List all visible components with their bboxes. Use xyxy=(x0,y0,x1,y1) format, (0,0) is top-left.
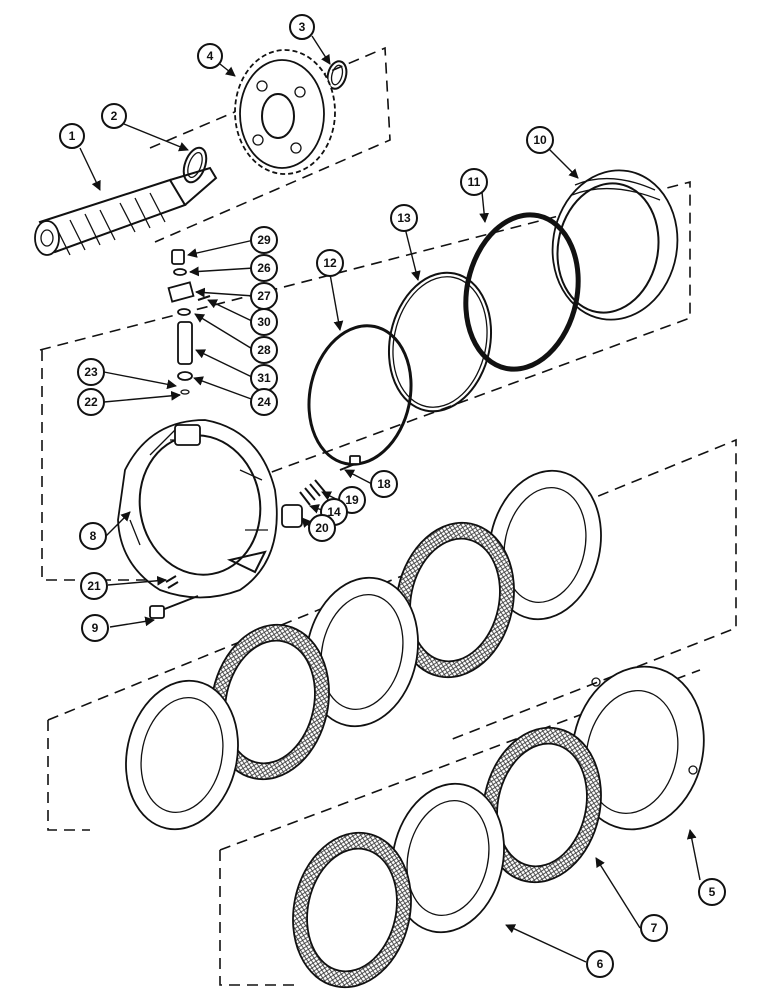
svg-text:10: 10 xyxy=(533,133,547,147)
ring-part-13 xyxy=(387,271,493,413)
callout-1: 1 xyxy=(59,123,85,149)
gear-part-4 xyxy=(234,49,336,175)
callout-28: 28 xyxy=(250,336,278,364)
callout-27: 27 xyxy=(250,282,278,310)
friction-disc-part-7 xyxy=(482,726,602,884)
leader-lines xyxy=(79,35,701,963)
callout-13: 13 xyxy=(390,204,418,232)
svg-text:29: 29 xyxy=(257,233,271,247)
callout-22: 22 xyxy=(77,388,105,416)
small-spring-part-21 xyxy=(165,575,179,589)
svg-text:13: 13 xyxy=(397,211,411,225)
bolt-part-9 xyxy=(149,595,199,619)
callout-3: 3 xyxy=(289,14,315,40)
callout-4: 4 xyxy=(197,43,223,69)
housing-part-8 xyxy=(117,419,278,599)
dashed-boundary-bottom xyxy=(219,669,701,986)
callout-8: 8 xyxy=(79,522,107,550)
callout-6: 6 xyxy=(586,950,614,978)
svg-text:20: 20 xyxy=(315,521,329,535)
callout-10: 10 xyxy=(526,126,554,154)
svg-text:6: 6 xyxy=(597,957,604,971)
callout-24: 24 xyxy=(250,388,278,416)
svg-text:24: 24 xyxy=(257,395,271,409)
svg-text:18: 18 xyxy=(377,477,391,491)
callout-2: 2 xyxy=(101,103,127,129)
steel-plate-top-3 xyxy=(125,679,239,831)
friction-disc-bottom xyxy=(292,831,412,989)
dashed-boundary-middle xyxy=(39,180,691,581)
svg-text:27: 27 xyxy=(257,289,271,303)
svg-text:14: 14 xyxy=(327,505,341,519)
svg-text:19: 19 xyxy=(345,493,359,507)
callout-12: 12 xyxy=(316,249,344,277)
svg-text:31: 31 xyxy=(257,371,271,385)
svg-text:11: 11 xyxy=(468,175,481,189)
shaft-part-1 xyxy=(34,166,218,256)
svg-text:1: 1 xyxy=(69,129,76,143)
callout-31: 31 xyxy=(250,364,278,392)
friction-disc-top-2 xyxy=(210,623,330,781)
svg-text:28: 28 xyxy=(257,343,271,357)
svg-text:4: 4 xyxy=(207,49,214,63)
callout-18: 18 xyxy=(370,470,398,498)
svg-text:3: 3 xyxy=(299,20,306,34)
callout-29: 29 xyxy=(250,226,278,254)
piston-part-10 xyxy=(551,169,679,321)
svg-text:2: 2 xyxy=(111,109,118,123)
svg-text:26: 26 xyxy=(257,261,271,275)
svg-text:23: 23 xyxy=(84,365,98,379)
svg-text:8: 8 xyxy=(90,529,97,543)
svg-text:12: 12 xyxy=(323,256,337,270)
friction-disc-top-1 xyxy=(395,521,515,679)
callout-23: 23 xyxy=(77,358,105,386)
svg-text:9: 9 xyxy=(92,621,99,635)
callout-26: 26 xyxy=(250,254,278,282)
callout-7: 7 xyxy=(640,914,668,942)
svg-text:30: 30 xyxy=(257,315,271,329)
steel-plate-part-6 xyxy=(391,782,505,934)
callout-9: 9 xyxy=(81,614,109,642)
valve-components xyxy=(167,249,211,395)
callout-5: 5 xyxy=(698,878,726,906)
svg-text:5: 5 xyxy=(709,885,716,899)
spring-plunger-assembly xyxy=(281,455,361,528)
svg-text:22: 22 xyxy=(84,395,98,409)
svg-text:7: 7 xyxy=(651,921,658,935)
callout-20: 20 xyxy=(308,514,336,542)
callout-11: 11 xyxy=(460,168,488,196)
snap-ring-part-2 xyxy=(182,146,208,184)
snap-ring-part-3 xyxy=(326,60,348,90)
callout-30: 30 xyxy=(250,308,278,336)
svg-text:21: 21 xyxy=(87,579,101,593)
seal-ring-part-11 xyxy=(463,212,581,372)
o-ring-part-12 xyxy=(307,324,413,466)
callout-21: 21 xyxy=(80,572,108,600)
